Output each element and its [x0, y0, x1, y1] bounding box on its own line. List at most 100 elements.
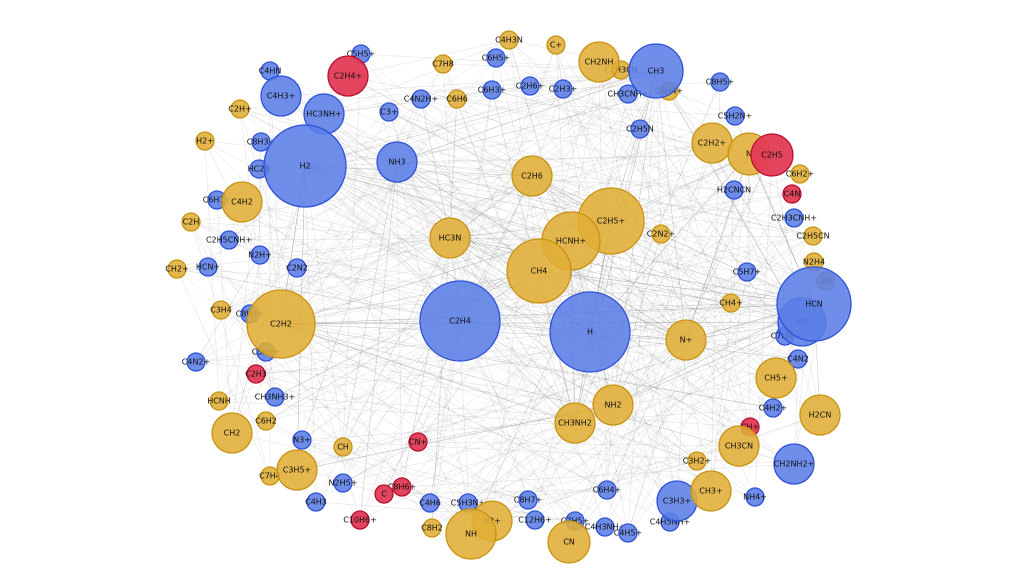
graph-edge — [470, 220, 612, 535]
node-c8h5-plus: C8H5+ — [706, 72, 734, 92]
node-circle — [265, 387, 285, 407]
graph-edge — [639, 128, 732, 304]
graph-edge — [280, 323, 698, 462]
graph-edge — [204, 140, 576, 522]
graph-edge — [655, 70, 687, 341]
node-c8h2: C8H2 — [421, 518, 443, 538]
graph-edge — [531, 175, 814, 237]
graph-edge — [668, 90, 736, 117]
graph-edge — [228, 235, 814, 241]
graph-edge — [668, 90, 803, 323]
graph-edge — [301, 407, 774, 441]
graph-edge — [176, 268, 815, 305]
node-circle — [211, 412, 253, 454]
graph-edge — [627, 93, 786, 337]
graph-edge — [241, 201, 540, 272]
node-circle — [773, 443, 815, 485]
graph-edge — [280, 270, 540, 325]
graph-edge — [274, 396, 472, 535]
node-c2n2: C2N2 — [286, 258, 308, 278]
graph-edge — [388, 111, 612, 222]
graph-edge — [491, 175, 533, 522]
graph-edge — [315, 237, 451, 503]
graph-edge — [710, 153, 750, 492]
node-circle — [350, 510, 370, 530]
graph-edge — [570, 240, 774, 409]
graph-edge — [280, 321, 803, 325]
graph-edge — [449, 237, 748, 273]
graph-edge — [604, 271, 748, 528]
graph-edge — [259, 161, 398, 256]
graph-edge — [396, 161, 572, 242]
node-c6h6: C6H6 — [446, 89, 468, 109]
graph-edge — [280, 95, 803, 323]
graph-edge — [220, 193, 793, 311]
graph-edge — [574, 154, 773, 424]
graph-edge — [470, 220, 612, 535]
node-circle — [763, 398, 783, 418]
node-h2: H2 — [263, 124, 347, 208]
node-ch2-plus: CH2+ — [165, 259, 189, 279]
graph-edge — [456, 98, 736, 117]
graph-edge — [467, 422, 576, 504]
graph-edge — [467, 235, 814, 504]
graph-edge — [456, 98, 606, 528]
node-circle — [745, 487, 765, 507]
node-circle — [618, 84, 638, 104]
node-circle — [665, 319, 707, 361]
node-circle — [374, 484, 394, 504]
graph-edge — [190, 142, 713, 223]
graph-edge — [598, 61, 751, 428]
graph-edge — [449, 237, 815, 305]
node-circle — [511, 155, 553, 197]
node-circle — [776, 266, 852, 342]
graph-edge — [531, 175, 687, 341]
graph-edge — [347, 75, 612, 222]
graph-edge — [612, 404, 712, 492]
graph-edge — [301, 88, 564, 441]
node-h: H — [549, 291, 631, 373]
node-nh2: NH2 — [592, 384, 634, 426]
node-circle — [211, 300, 231, 320]
graph-edge — [604, 142, 713, 528]
graph-edge — [342, 53, 362, 448]
node-circle — [737, 262, 757, 282]
node-ch3cn: CH3CN — [718, 425, 760, 467]
graph-edge — [449, 237, 576, 424]
graph-edge — [555, 44, 777, 379]
graph-edge — [396, 161, 403, 488]
graph-edge — [449, 142, 713, 239]
node-circle — [420, 493, 440, 513]
node-circle — [251, 132, 271, 152]
graph-edge — [685, 339, 756, 498]
node-ch5-plus: CH5+ — [755, 357, 797, 399]
graph-edge — [190, 221, 591, 333]
graph-edge — [606, 414, 821, 491]
graph-edge — [249, 254, 261, 315]
graph-edge — [342, 237, 451, 448]
node-circle — [167, 259, 187, 279]
node-circle — [263, 124, 347, 208]
graph-edge — [255, 373, 529, 501]
graph-edge — [459, 303, 815, 322]
graph-edge — [296, 267, 799, 360]
node-circle — [411, 89, 431, 109]
graph-edge — [538, 270, 815, 305]
graph-edge — [304, 128, 641, 167]
graph-edge — [280, 323, 795, 465]
graph-edge — [396, 70, 657, 163]
graph-edge — [598, 61, 678, 502]
graph-edge — [360, 53, 572, 242]
graph-edge — [396, 90, 670, 163]
graph-edge — [269, 303, 815, 477]
node-circle — [482, 80, 502, 100]
graph-edge — [442, 63, 576, 424]
graph-edge — [598, 61, 732, 304]
node-c2h2-plus: C2H2+ — [691, 122, 733, 164]
node-ch3-plus: CH3+ — [690, 470, 732, 512]
node-circle — [597, 480, 617, 500]
node-c3h4: C3H4 — [210, 300, 232, 320]
node-circle — [630, 119, 650, 139]
graph-edge — [388, 111, 814, 237]
graph-edge — [301, 439, 795, 465]
